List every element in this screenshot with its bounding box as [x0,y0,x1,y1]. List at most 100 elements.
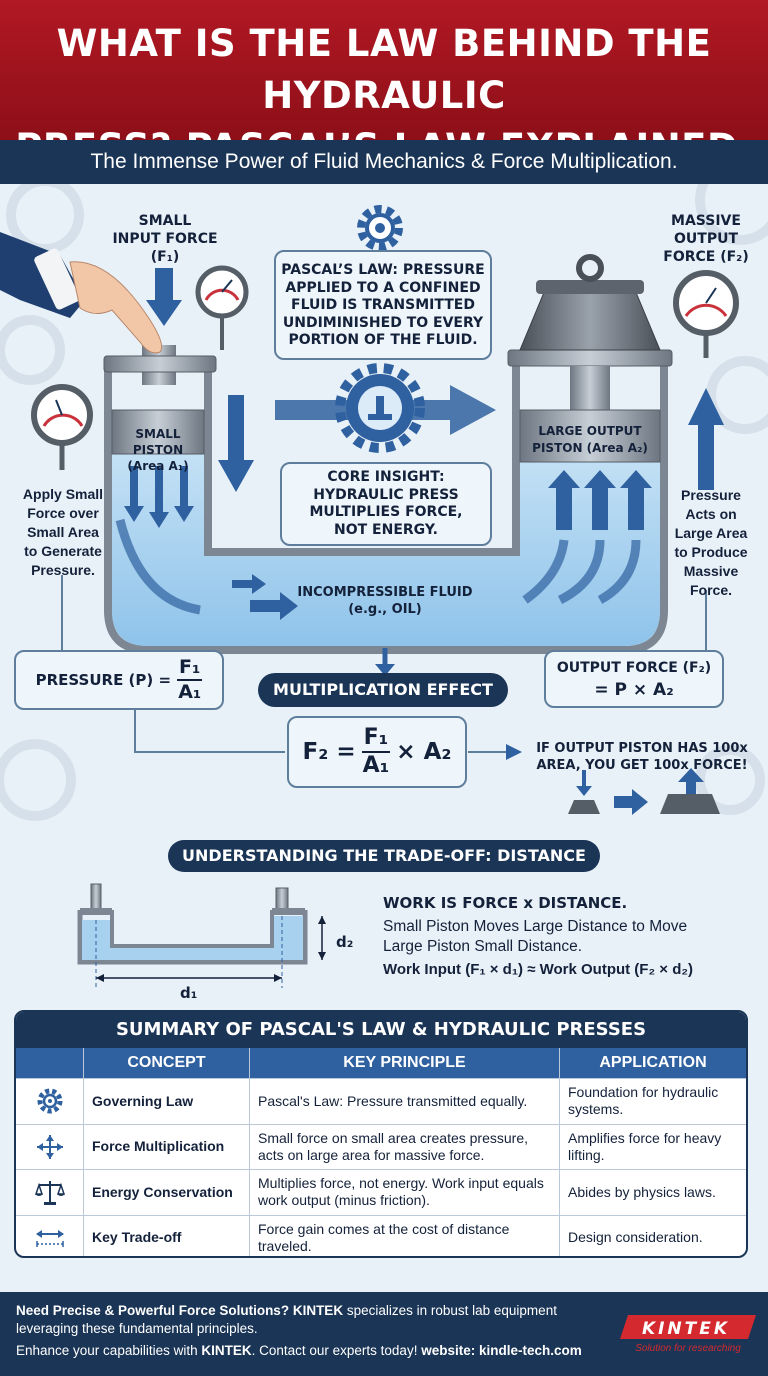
large-piston-label: LARGE OUTPUT PISTON (Area A₂) [520,423,660,457]
title-line-1: WHAT IS THE LAW BEHIND THE HYDRAULIC [56,22,712,117]
fluid-label: INCOMPRESSIBLE FLUID (e.g., OIL) [280,584,490,618]
pascal-law-line: APPLIED TO A CONFINED [285,279,481,296]
logo-tagline: Solution for researching [635,1343,741,1354]
core-insight-line: HYDRAULIC PRESS [313,486,459,503]
gear-icon [16,1079,84,1124]
footer-line: Enhance your capabilities with KINTEK. C… [16,1342,606,1360]
output-formula-line: = P × A₂ [594,680,674,700]
f2-left: F₂ = [302,739,356,765]
pascal-law-line: UNDIMINISHED TO EVERY [282,314,484,331]
work-equation: Work Input (F₁ × d₁) ≈ Work Output (F₂ ×… [383,961,694,978]
heavy-weight [519,289,661,351]
right-note-line: Acts on [685,506,737,522]
title-band [0,0,768,140]
core-insight-line: NOT ENERGY. [334,521,438,538]
footer-span: . Contact our experts today! [251,1343,422,1358]
right-note-line: Large Area [674,525,748,541]
pressure-formula-box: PRESSURE (P) = F₁ A₁ [14,650,224,710]
arrows-expand-icon [16,1124,84,1169]
output-force-label: MASSIVE OUTPUT FORCE (F₂) [650,212,762,266]
input-force-label: SMALL INPUT FORCE (F₁) [100,212,230,266]
pressure-numerator: F₁ [177,658,203,681]
f2-formula-box: F₂ = F₁ A₁ × A₂ [287,716,467,788]
d2-label: d₂ [336,933,354,951]
pascal-law-text: PASCAL’S LAW: PRESSURE APPLIED TO A CONF… [274,262,492,350]
summary-header-icon [16,1048,84,1078]
small-piston-mini-icon [568,770,600,814]
pressure-label: PRESSURE (P) = [35,671,172,689]
output-formula-line: OUTPUT FORCE (F₂) [556,660,712,676]
row-application: Design consideration. [568,1229,703,1246]
summary-title: SUMMARY OF PASCAL'S LAW & HYDRAULIC PRES… [16,1012,746,1048]
input-force-symbol: (F₁) [150,249,180,265]
right-note-line: Pressure [681,487,741,503]
row-application: Foundation for hydraulic systems. [568,1084,719,1118]
pressure-fraction: F₁ A₁ [177,658,203,703]
incompressible-fluid [112,452,660,646]
row-principle: Pascal's Law: Pressure transmitted equal… [250,1079,560,1124]
summary-header-application: APPLICATION [599,1054,707,1071]
f2-denominator: A₁ [362,753,390,778]
table-row: Energy Conservation Multiplies force, no… [16,1169,746,1215]
table-row: Governing Law Pascal's Law: Pressure tra… [16,1078,746,1124]
table-row: Force Multiplication Small force on smal… [16,1123,746,1169]
work-title: WORK IS FORCE x DISTANCE. [383,894,628,912]
d1-label: d₁ [180,984,198,1002]
output-force-line: FORCE (F₂) [663,249,749,265]
pascal-law-line: PASCAL’S LAW: PRESSURE [281,262,485,278]
row-application: Abides by physics laws. [568,1183,716,1200]
summary-header-concept: CONCEPT [84,1048,250,1078]
website-link[interactable]: website: kindle-tech.com [421,1343,582,1358]
row-concept: Governing Law [84,1079,250,1124]
table-row: Key Trade-off Force gain comes at the co… [16,1214,746,1256]
footer-bold: Need Precise & Powerful Force Solutions?… [16,1303,344,1318]
small-piston-line: (Area A₁) [127,459,189,473]
left-note: Apply Small Force over Small Area to Gen… [8,485,118,580]
background-gear-icon [0,184,768,821]
large-piston-top [507,349,673,367]
row-concept: Key Trade-off [84,1215,250,1256]
pressure-gauge-icon [195,265,249,350]
left-note-line: Force over [27,505,99,521]
fluid-flow-arrows [124,466,652,620]
logo-text: KINTEK [642,1319,730,1339]
right-note: Pressure Acts on Large Area to Produce M… [664,486,758,600]
fluid-line: (e.g., OIL) [348,602,422,617]
small-piston-label: SMALL PISTON (Area A₁) [112,426,204,474]
large-piston-mini-icon [660,768,720,814]
output-force-line: OUTPUT [674,231,738,247]
page-subtitle: The Immense Power of Fluid Mechanics & F… [90,150,678,173]
row-concept: Energy Conservation [84,1170,250,1215]
small-piston-line: SMALL [135,427,181,441]
down-flow-arrow [218,395,254,492]
f2-fraction: F₁ A₁ [361,727,391,778]
pascal-law-line: PORTION OF THE FLUID. [288,332,478,348]
row-principle: Small force on small area creates pressu… [250,1124,560,1169]
hand-illustration [0,232,163,354]
row-application: Amplifies force for heavy lifting. [568,1129,722,1163]
tradeoff-desc-line: Large Piston Small Distance. [383,938,583,955]
input-force-line: INPUT FORCE [112,231,218,247]
row-principle: Multiplies force, not energy. Work input… [250,1170,560,1215]
core-insight-line: MULTIPLIES FORCE, [309,504,463,520]
row-principle: Force gain comes at the cost of distance… [250,1215,560,1256]
output-force-arrow [688,388,724,490]
pressure-denominator: A₁ [178,681,202,703]
example-line: IF OUTPUT PISTON HAS 100x [536,741,748,756]
core-insight-text: CORE INSIGHT: HYDRAULIC PRESS MULTIPLIES… [280,469,492,539]
row-concept: Force Multiplication [84,1124,250,1169]
gear-icon [357,205,403,251]
right-arrow-icon [614,789,648,815]
left-note-line: Small Area [27,524,99,540]
small-piston-top [103,355,217,373]
output-formula-text: OUTPUT FORCE (F₂) = P × A₂ [544,657,724,701]
large-piston [519,409,661,463]
footer-bold: KINTEK [201,1343,252,1358]
tradeoff-diagram [77,883,326,988]
tradeoff-desc-line: Small Piston Moves Large Distance to Mov… [383,918,688,935]
subtitle-band [0,140,768,184]
footer-span: Enhance your capabilities with [16,1343,202,1358]
right-note-line: Force. [689,582,732,598]
hydraulic-press-diagram [0,184,768,821]
pressure-gauge-icon [31,384,93,470]
